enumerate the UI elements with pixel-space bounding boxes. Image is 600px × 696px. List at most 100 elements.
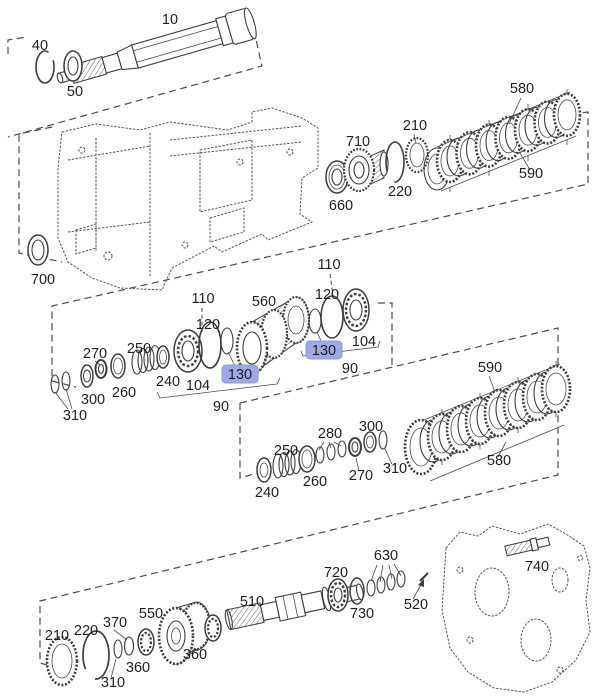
part-callout-210[interactable]: 210 <box>403 118 427 134</box>
leader-270-left <box>94 360 101 366</box>
part-number-label: 250 <box>274 443 298 459</box>
part-callout-370[interactable]: 370 <box>103 615 127 631</box>
part-number-label: 660 <box>329 198 353 214</box>
part-number-label: 310 <box>383 461 407 477</box>
leader-520-arrow <box>418 579 424 587</box>
part-callout-270[interactable]: 270 <box>349 468 373 484</box>
part-drawing-240-washer <box>156 345 170 369</box>
part-number-label: 300 <box>81 392 105 408</box>
part-callout-220[interactable]: 220 <box>74 623 98 639</box>
part-number-label: 120 <box>196 317 220 333</box>
part-number-label: 260 <box>303 474 327 490</box>
part-callout-310[interactable]: 310 <box>101 675 125 691</box>
part-callout-120[interactable]: 120 <box>315 287 339 303</box>
part-number-label: 104 <box>352 334 376 350</box>
part-callout-360[interactable]: 360 <box>126 660 150 676</box>
part-number-label: 520 <box>404 597 428 613</box>
leader-310-left <box>54 388 73 410</box>
part-drawing-104-bearing <box>173 329 203 373</box>
part-callout-110[interactable]: 110 <box>191 291 214 307</box>
part-drawing-40-snap-ring <box>35 50 55 84</box>
part-number-label: 740 <box>525 559 549 575</box>
part-drawing-130-ring <box>220 327 234 355</box>
part-number-label: 104 <box>186 378 210 394</box>
leader-lines <box>54 97 531 679</box>
part-callout-700[interactable]: 700 <box>31 272 55 288</box>
callouts-layer: 1040507006607102102205805903103002702602… <box>31 12 549 691</box>
part-callout-580[interactable]: 580 <box>510 81 534 97</box>
part-number-label: 700 <box>31 272 55 288</box>
part-callout-560[interactable]: 560 <box>252 294 276 310</box>
part-drawing-260-ring-e <box>298 445 316 473</box>
part-callout-550[interactable]: 550 <box>139 606 163 622</box>
part-callout-110[interactable]: 110 <box>317 257 340 273</box>
part-number-label: 110 <box>191 291 214 307</box>
part-callout-130-highlighted[interactable]: 130 <box>221 364 259 384</box>
part-number-label: 360 <box>126 660 150 676</box>
part-callout-300[interactable]: 300 <box>359 419 383 435</box>
part-callout-40[interactable]: 40 <box>32 38 48 54</box>
part-callout-250[interactable]: 250 <box>127 341 151 357</box>
part-drawing-560-gear-set <box>235 295 311 376</box>
part-number-label: 50 <box>67 84 83 100</box>
part-number-label: 90 <box>213 399 229 415</box>
part-drawing-260-ring <box>110 353 126 379</box>
part-number-label: 370 <box>103 615 127 631</box>
highlight-badge <box>221 364 259 384</box>
part-callout-300[interactable]: 300 <box>81 392 105 408</box>
part-number-label: 120 <box>315 287 339 303</box>
part-number-label: 270 <box>83 346 107 362</box>
part-drawing-104-bearing-right <box>342 288 370 332</box>
group-border <box>39 327 559 669</box>
part-callout-90[interactable]: 90 <box>342 361 358 377</box>
part-callout-104[interactable]: 104 <box>352 334 376 350</box>
part-callout-50[interactable]: 50 <box>67 84 83 100</box>
part-callout-360[interactable]: 360 <box>183 647 207 663</box>
part-callout-740[interactable]: 740 <box>525 559 549 575</box>
part-callout-270[interactable]: 270 <box>83 346 107 362</box>
part-callout-580[interactable]: 580 <box>487 453 511 469</box>
part-callout-730[interactable]: 730 <box>350 606 374 622</box>
part-callout-130-highlighted[interactable]: 130 <box>305 340 343 360</box>
part-callout-104[interactable]: 104 <box>186 378 210 394</box>
part-drawing-630-rings <box>366 570 406 597</box>
part-callout-310[interactable]: 310 <box>63 408 87 424</box>
part-callout-240[interactable]: 240 <box>156 374 180 390</box>
leader-590-580-bottom <box>488 375 507 458</box>
part-callout-90[interactable]: 90 <box>213 399 229 415</box>
part-callout-310[interactable]: 310 <box>383 461 407 477</box>
part-drawing-clutch-pack-top <box>423 89 582 192</box>
part-callout-510[interactable]: 510 <box>240 594 264 610</box>
part-drawing-300-washer <box>80 364 94 388</box>
part-callout-590[interactable]: 590 <box>478 360 502 376</box>
part-callout-710[interactable]: 710 <box>346 134 370 150</box>
part-number-label: 220 <box>388 184 412 200</box>
part-callout-660[interactable]: 660 <box>329 198 353 214</box>
leader-210-c <box>413 133 417 144</box>
part-callout-260[interactable]: 260 <box>112 385 136 401</box>
part-number-label: 260 <box>112 385 136 401</box>
part-callout-720[interactable]: 720 <box>324 565 348 581</box>
part-number-label: 90 <box>342 361 358 377</box>
part-callout-280[interactable]: 280 <box>318 426 342 442</box>
part-number-label: 360 <box>183 647 207 663</box>
part-drawing-300-washer-e <box>363 431 377 453</box>
part-callout-210[interactable]: 210 <box>45 628 69 644</box>
part-callout-240[interactable]: 240 <box>255 485 279 501</box>
part-callout-520[interactable]: 520 <box>404 597 428 613</box>
part-callout-220[interactable]: 220 <box>388 184 412 200</box>
highlight-badge <box>305 340 343 360</box>
part-drawing-210-gear-f <box>45 635 79 687</box>
part-callout-630[interactable]: 630 <box>374 548 398 564</box>
part-callout-120[interactable]: 120 <box>196 317 220 333</box>
part-drawing-end-cover <box>441 523 591 693</box>
group-border <box>7 36 28 54</box>
part-callout-590[interactable]: 590 <box>519 166 543 182</box>
part-callout-250[interactable]: 250 <box>274 443 298 459</box>
part-drawing-130-ring-right <box>308 308 322 334</box>
part-callout-10[interactable]: 10 <box>162 12 178 28</box>
part-drawing-270-bearing-e <box>348 437 362 457</box>
part-callout-260[interactable]: 260 <box>303 474 327 490</box>
part-number-label: 10 <box>162 12 178 28</box>
